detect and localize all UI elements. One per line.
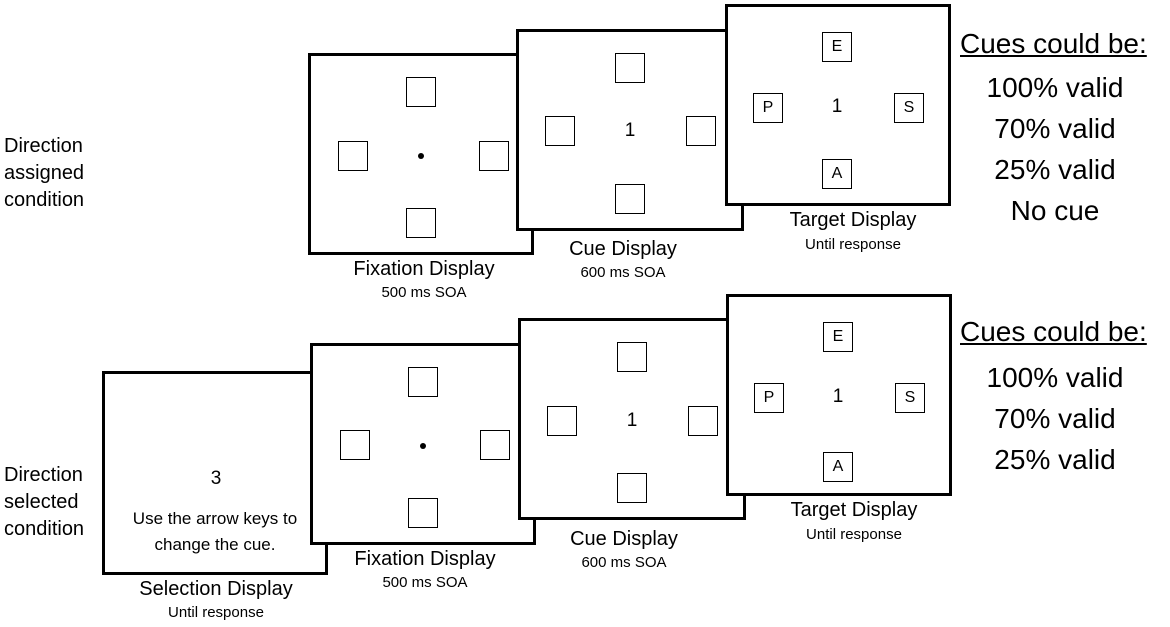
- fixation-dot: [418, 153, 424, 159]
- letter-box-right: S: [895, 383, 925, 413]
- selection-number: 3: [210, 468, 222, 489]
- cues-heading: Cues could be:: [960, 316, 1147, 347]
- letter-box-left: P: [753, 93, 783, 123]
- target-display-title: Target Display: [789, 209, 917, 231]
- cue-option: 100% valid: [986, 72, 1124, 103]
- cue-display-panel: 1: [518, 318, 746, 520]
- placeholder-box-bottom: [617, 473, 647, 503]
- fixation-display-sub: 500 ms SOA: [381, 284, 467, 301]
- placeholder-box-left: [340, 430, 370, 460]
- letter-box-bottom: A: [822, 159, 852, 189]
- placeholder-box-right: [479, 141, 509, 171]
- cue-option: 25% valid: [994, 154, 1116, 185]
- placeholder-box-right: [480, 430, 510, 460]
- cue-display-title: Cue Display: [570, 528, 678, 550]
- placeholder-box-bottom: [406, 208, 436, 238]
- placeholder-box-right: [688, 406, 718, 436]
- selection-display-title: Selection Display: [139, 578, 293, 600]
- fixation-display-title: Fixation Display: [354, 548, 496, 570]
- letter-box-top: E: [822, 32, 852, 62]
- placeholder-box-left: [338, 141, 368, 171]
- target-number: 1: [832, 386, 844, 407]
- cue-display-panel: 1: [516, 29, 744, 231]
- fixation-display-title: Fixation Display: [353, 258, 495, 280]
- condition-label-assigned: Direction assigned condition: [4, 135, 85, 211]
- cues-heading: Cues could be:: [960, 28, 1147, 59]
- cue-number: 1: [624, 120, 636, 141]
- fixation-dot: [420, 443, 426, 449]
- fixation-display-panel: [308, 53, 534, 255]
- cue-display-sub: 600 ms SOA: [580, 264, 666, 281]
- cues-list: 100% valid 70% valid 25% valid: [955, 357, 1155, 480]
- letter-box-right: S: [894, 93, 924, 123]
- cue-option: 70% valid: [994, 403, 1116, 434]
- placeholder-box-top: [615, 53, 645, 83]
- fixation-display-panel: [310, 343, 536, 545]
- letter-box-top: E: [823, 322, 853, 352]
- target-display-sub: Until response: [806, 526, 902, 543]
- cue-option: 70% valid: [994, 113, 1116, 144]
- fixation-display-sub: 500 ms SOA: [382, 574, 468, 591]
- cue-display-sub: 600 ms SOA: [581, 554, 667, 571]
- target-display-title: Target Display: [790, 499, 918, 521]
- cue-number: 1: [626, 410, 638, 431]
- cue-display-title: Cue Display: [569, 238, 677, 260]
- letter-box-left: P: [754, 383, 784, 413]
- placeholder-box-top: [617, 342, 647, 372]
- cue-option: 100% valid: [986, 362, 1124, 393]
- placeholder-box-top: [406, 77, 436, 107]
- target-number: 1: [831, 96, 843, 117]
- cues-list: 100% valid 70% valid 25% valid No cue: [955, 67, 1155, 231]
- placeholder-box-bottom: [615, 184, 645, 214]
- placeholder-box-bottom: [408, 498, 438, 528]
- condition-label-selected: Direction selected condition: [4, 464, 85, 540]
- cue-option: No cue: [1010, 195, 1100, 226]
- placeholder-box-left: [547, 406, 577, 436]
- placeholder-box-top: [408, 367, 438, 397]
- cue-option: 25% valid: [994, 444, 1116, 475]
- placeholder-box-right: [686, 116, 716, 146]
- selection-display-sub: Until response: [168, 604, 264, 621]
- selection-instruction: Use the arrow keys to change the cue.: [132, 509, 298, 554]
- selection-display-panel: 3 Use the arrow keys to change the cue.: [102, 371, 328, 575]
- placeholder-box-left: [545, 116, 575, 146]
- target-display-panel: E P S A 1: [726, 294, 952, 496]
- target-display-panel: E P S A 1: [725, 4, 951, 206]
- letter-box-bottom: A: [823, 452, 853, 482]
- target-display-sub: Until response: [805, 236, 901, 253]
